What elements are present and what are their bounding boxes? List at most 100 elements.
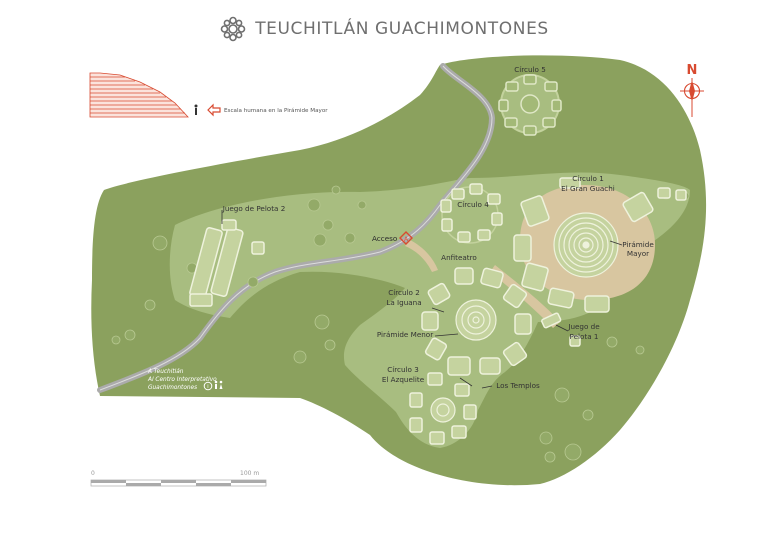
platform — [487, 193, 501, 205]
platform — [498, 99, 509, 112]
tree — [324, 339, 336, 351]
tree — [564, 443, 582, 461]
tree — [152, 235, 168, 251]
platform — [504, 117, 518, 128]
platform — [505, 81, 519, 92]
platform — [622, 191, 654, 223]
platform — [542, 117, 556, 128]
platform — [514, 313, 532, 335]
human-scale-label: Escala humana en la Pirámide Mayor — [224, 107, 328, 114]
platform — [513, 234, 532, 262]
platform — [427, 372, 443, 386]
platform — [675, 189, 687, 201]
label-juego-pelota-1-2: Pelota 1 — [570, 332, 599, 341]
circulo-2 — [421, 267, 581, 376]
piramide-mayor — [553, 212, 619, 278]
label-piramide-mayor: Pirámide — [622, 240, 654, 249]
label-anfiteatro: Anfiteatro — [441, 253, 477, 262]
piramide-menor — [455, 299, 497, 341]
tree — [635, 345, 645, 355]
pyramid-scale-profile — [89, 72, 189, 118]
leader-lines — [221, 210, 623, 389]
platform — [521, 262, 549, 292]
tree — [144, 299, 156, 311]
label-circulo-1-name: El Gran Guachi — [561, 184, 615, 193]
svg-text:i: i — [207, 384, 208, 390]
tree — [554, 387, 570, 403]
platform — [584, 295, 610, 313]
label-los-templos: Los Templos — [496, 381, 540, 390]
label-circulo-3-name: El Azquelite — [382, 375, 425, 384]
tree — [322, 219, 334, 231]
tree — [606, 336, 618, 348]
platform — [480, 267, 504, 289]
label-circulo-2-name: La Iguana — [386, 298, 421, 307]
juego-de-pelota-2 — [189, 219, 265, 307]
platform — [479, 357, 501, 375]
label-juego-pelota-1: Juego de — [567, 322, 600, 331]
label-circulo-1: Círculo 1 — [572, 174, 604, 183]
scale-end-label: 100 m — [240, 470, 259, 477]
north-label: N — [687, 63, 698, 78]
platform — [523, 74, 537, 85]
tree — [111, 335, 121, 345]
circulo-5 — [498, 74, 562, 136]
human-figure-icon — [194, 104, 198, 115]
tree — [313, 233, 327, 247]
platform — [463, 404, 477, 420]
label-acceso: Acceso — [372, 234, 397, 243]
tree — [247, 276, 259, 288]
road-sign-line-2: Al Centro Interpretativo — [147, 377, 217, 383]
scale-start-label: 0 — [91, 470, 95, 477]
restroom-icon — [214, 380, 223, 389]
platform — [447, 356, 471, 376]
tree — [539, 431, 553, 445]
platform — [454, 383, 470, 397]
label-piramide-menor: Pirámide Menor — [377, 330, 433, 339]
circulo-3 — [409, 372, 477, 445]
platform — [441, 218, 453, 232]
header: TEUCHITLÁN GUACHIMONTONES — [0, 12, 768, 46]
acceso-icon: A — [399, 231, 413, 245]
platform — [477, 229, 491, 241]
scale-bar: 0 100 m — [90, 470, 267, 487]
circulo-1 — [513, 177, 687, 313]
platform — [551, 99, 562, 112]
tree — [307, 198, 321, 212]
tree — [331, 185, 341, 195]
platform — [454, 267, 474, 285]
platform — [569, 335, 581, 347]
tree — [124, 329, 136, 341]
tree — [314, 314, 330, 330]
platform — [421, 311, 439, 331]
info-icon — [203, 381, 213, 391]
circulo-3-core — [430, 397, 456, 423]
juego-de-pelota-1 — [541, 312, 562, 329]
label-juego-pelota-2: Juego de Pelota 2 — [222, 204, 286, 213]
platform — [502, 283, 528, 309]
guachimontones-glyph-icon — [220, 16, 246, 42]
platform — [451, 425, 467, 439]
label-circulo-2: Círculo 2 — [388, 288, 420, 297]
platform — [520, 195, 550, 227]
platform — [502, 341, 528, 367]
platform — [424, 337, 448, 361]
platform — [409, 417, 423, 433]
platform — [457, 231, 471, 243]
tree — [544, 451, 556, 463]
platform — [429, 431, 445, 445]
platform — [469, 183, 483, 195]
visitor-center-icons: i — [203, 380, 223, 391]
arrow-left-icon — [207, 103, 221, 117]
tree — [344, 232, 356, 244]
road-sign-line-3: Guachimontones — [148, 385, 197, 391]
platform — [547, 287, 575, 309]
tree — [293, 350, 307, 364]
label-circulo-5: Círculo 5 — [514, 65, 546, 74]
tree — [582, 409, 594, 421]
label-piramide-mayor-2: Mayor — [627, 249, 649, 258]
platform — [491, 212, 503, 226]
tree — [357, 200, 367, 210]
anfiteatro-path — [405, 240, 438, 272]
